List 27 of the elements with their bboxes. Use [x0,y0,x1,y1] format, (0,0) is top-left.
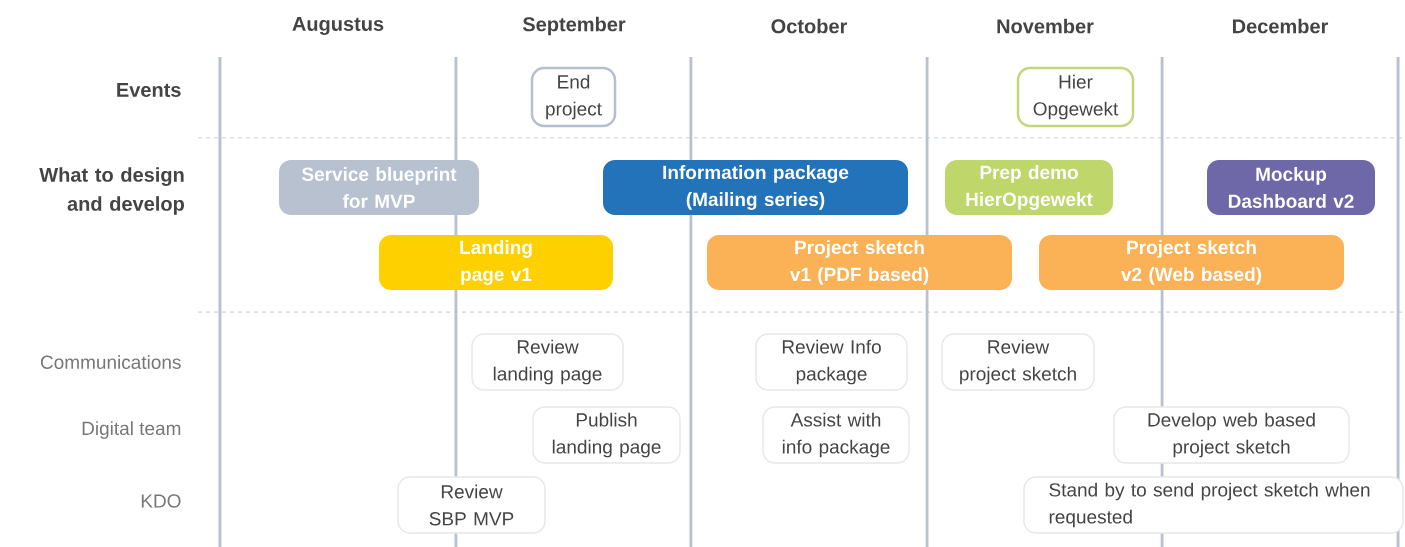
month-label: November [997,18,1094,34]
month-label: December [1233,18,1329,34]
task-box: Assist with info package [762,406,910,464]
timeline-bar: Landing page v1 [379,235,613,290]
task-box: Review landing page [471,333,624,391]
timeline-bar: Project sketch v1 (PDF based) [707,235,1012,290]
timeline-bar: Information package (Mailing series) [603,160,908,215]
task-box: Publish landing page [532,406,681,464]
month-label: September [522,16,626,36]
row-label: Events [117,83,181,97]
row-label: Digital team [82,421,181,439]
task-box: Review project sketch [941,333,1095,391]
event-box: Hier Opgewekt [1016,66,1135,128]
timeline-bar: Project sketch v2 (Web based) [1039,235,1344,290]
event-box: End project [530,66,617,128]
task-box: Review SBP MVP [397,476,546,534]
row-label: KDO [141,494,181,508]
timeline-bar: Mockup Dashboard v2 [1207,160,1375,215]
task-box: Review Info package [755,333,908,391]
timeline-bar: Service blueprint for MVP [279,160,479,215]
row-label: Communications [40,355,181,369]
month-label: Augustus [292,17,384,35]
row-label: What to design and develop [39,167,184,215]
task-box: Stand by to send project sketch when requested [1023,476,1404,534]
month-label: October [771,18,848,34]
task-box: Develop web based project sketch [1113,406,1350,464]
timeline-bar: Prep demo HierOpgewekt [945,160,1113,215]
